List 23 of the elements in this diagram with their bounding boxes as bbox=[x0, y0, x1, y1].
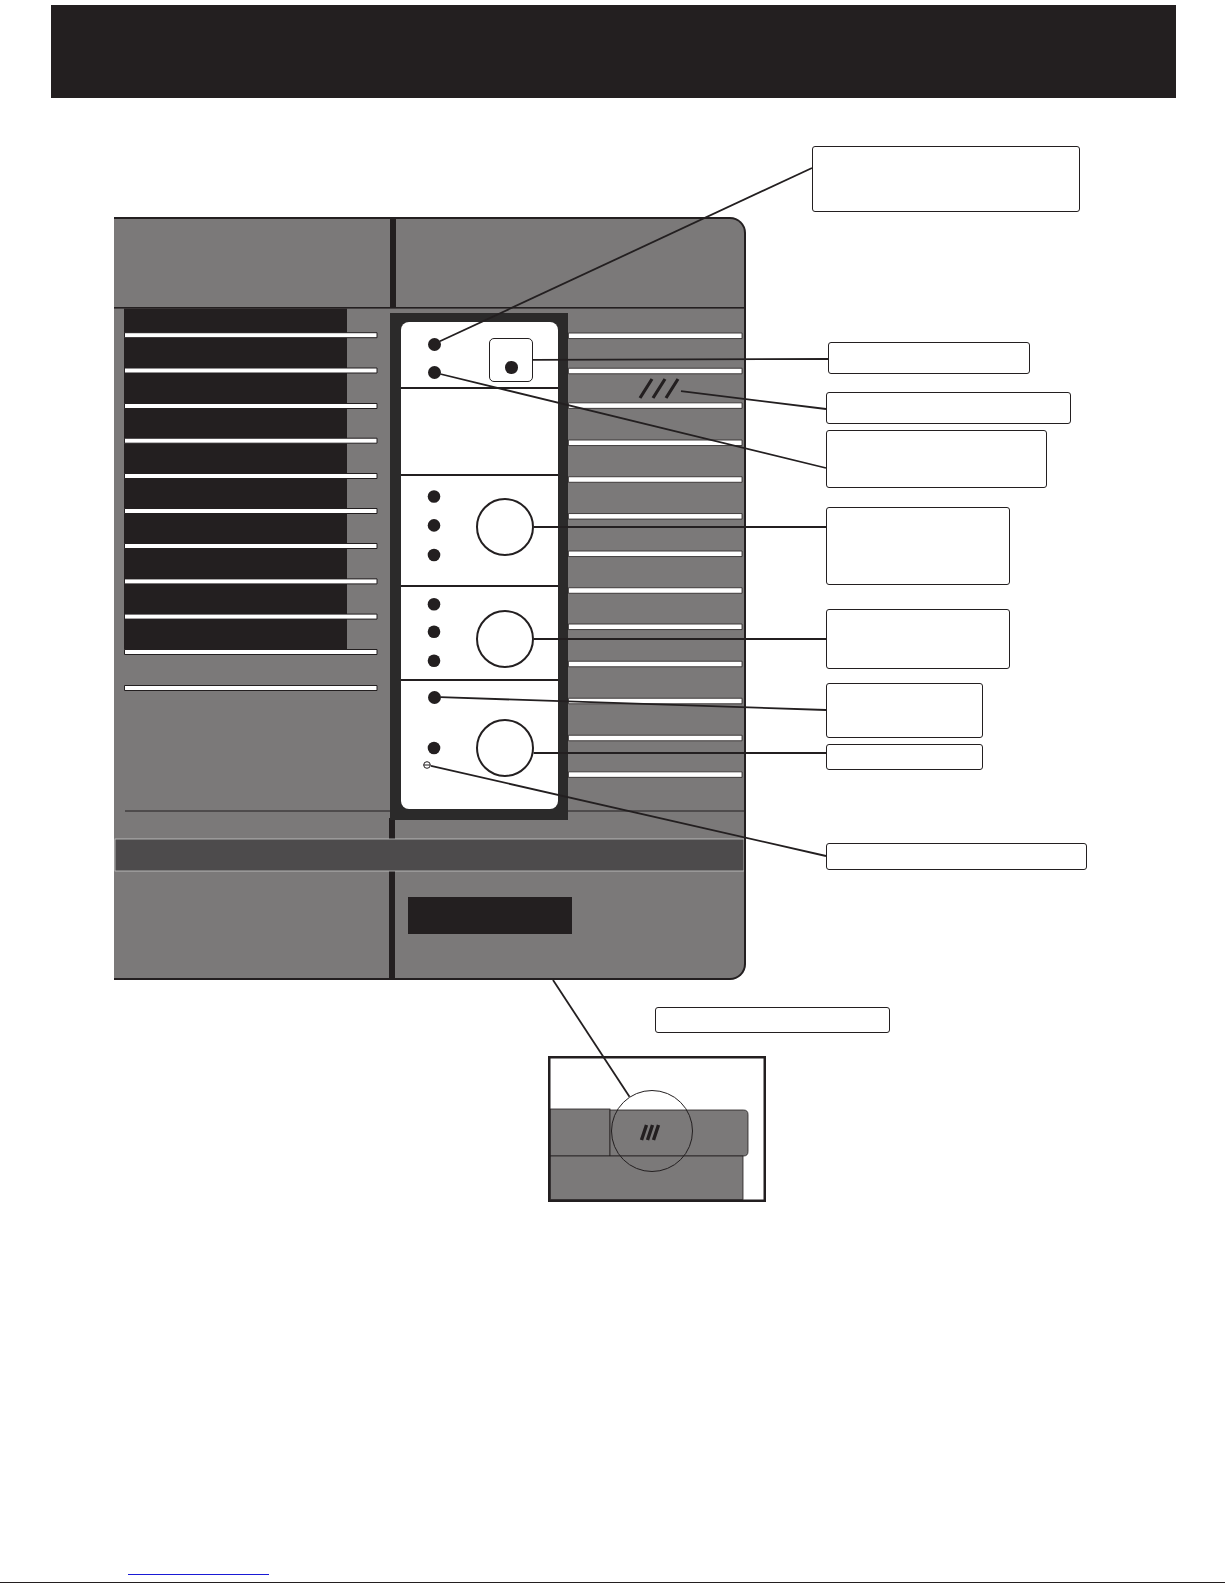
callout-box bbox=[655, 1007, 890, 1033]
leader-line bbox=[533, 526, 827, 528]
callout-box bbox=[826, 683, 983, 738]
leader-line bbox=[533, 638, 827, 640]
callout-box bbox=[826, 609, 1010, 669]
slash-mark-icon bbox=[638, 378, 681, 399]
leader-line bbox=[552, 979, 631, 1098]
leader-line bbox=[680, 390, 827, 410]
callout-box bbox=[826, 744, 983, 770]
leader-line bbox=[439, 167, 813, 343]
leader-line bbox=[532, 752, 827, 754]
leader-line bbox=[430, 765, 827, 857]
leader-line bbox=[439, 373, 827, 469]
leader-line bbox=[439, 696, 827, 711]
callout-box bbox=[826, 843, 1087, 870]
leader-line bbox=[532, 358, 829, 361]
callout-box bbox=[826, 392, 1071, 424]
callout-box bbox=[826, 507, 1010, 585]
callout-box bbox=[826, 430, 1047, 488]
callout-box bbox=[812, 146, 1080, 212]
callout-box bbox=[828, 342, 1030, 374]
circled-minus-icon bbox=[423, 761, 431, 769]
square-button bbox=[489, 338, 533, 382]
